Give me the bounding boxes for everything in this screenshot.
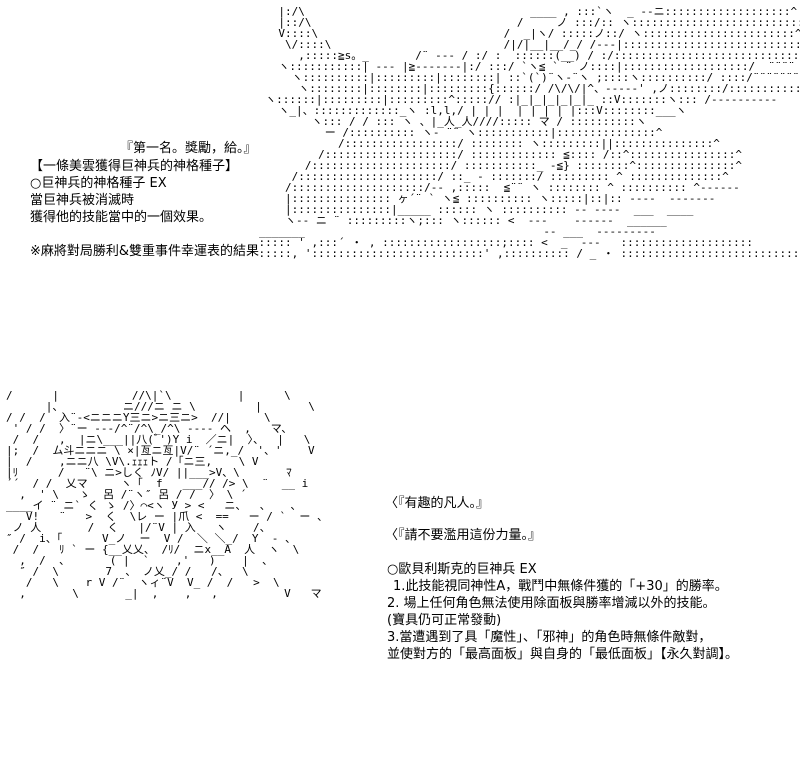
top-note-line: 獲得他的技能當中的一個效果。 bbox=[30, 210, 213, 225]
reward-caption: 『第一名。獎勵，給。』 bbox=[120, 140, 257, 157]
top-note-line: 當巨神兵被消滅時 bbox=[30, 193, 135, 208]
quote-do-not-abuse: 〈『請不要濫用這份力量。』 bbox=[385, 527, 542, 544]
skill-line: 2. 場上任何角色無法使用除面板與勝率增減以外的技能。 bbox=[387, 596, 716, 611]
top-note-line: 【一條美雲獲得巨神兵的神格種子】 bbox=[30, 159, 239, 174]
ascii-art-bottom: / | //\|`\ | \ |、 ニ///ニ ニ \ | \ / / / 入¨… bbox=[6, 389, 329, 600]
top-note-line: ○巨神兵的神格種子 EX bbox=[30, 176, 167, 191]
skill-line: (寶具仍可正常發動) bbox=[387, 613, 502, 628]
skill-line: 並使對方的「最高面板」與自身的「最低面板」【永久對調】。 bbox=[387, 647, 739, 662]
quote-interesting-mortal: 〈『有趣的凡人。』 bbox=[385, 495, 490, 512]
quote-text: 〈『有趣的凡人。』 bbox=[385, 496, 490, 511]
top-note-line bbox=[30, 226, 259, 243]
top-note-line: ※麻將對局勝利&雙重事件幸運表的結果 bbox=[30, 244, 260, 259]
skill-description: ○歐貝利斯克的巨神兵 EX 1.此技能視同神性A，戰鬥中無條件獲的「+30」的勝… bbox=[387, 561, 739, 663]
skill-title: ○歐貝利斯克的巨神兵 EX bbox=[387, 562, 537, 577]
top-notes: 【一條美雲獲得巨神兵的神格種子】 ○巨神兵的神格種子 EX 當巨神兵被消滅時 獲… bbox=[30, 158, 260, 260]
reward-caption-text: 『第一名。獎勵，給。』 bbox=[120, 141, 257, 156]
quote-text: 〈『請不要濫用這份力量。』 bbox=[385, 528, 542, 543]
skill-line: 3.當遭遇到了具「魔性」、「邪神」的角色時無條件敵對， bbox=[387, 630, 712, 645]
skill-line: 1.此技能視同神性A，戰鬥中無條件獲的「+30」的勝率。 bbox=[393, 579, 728, 594]
